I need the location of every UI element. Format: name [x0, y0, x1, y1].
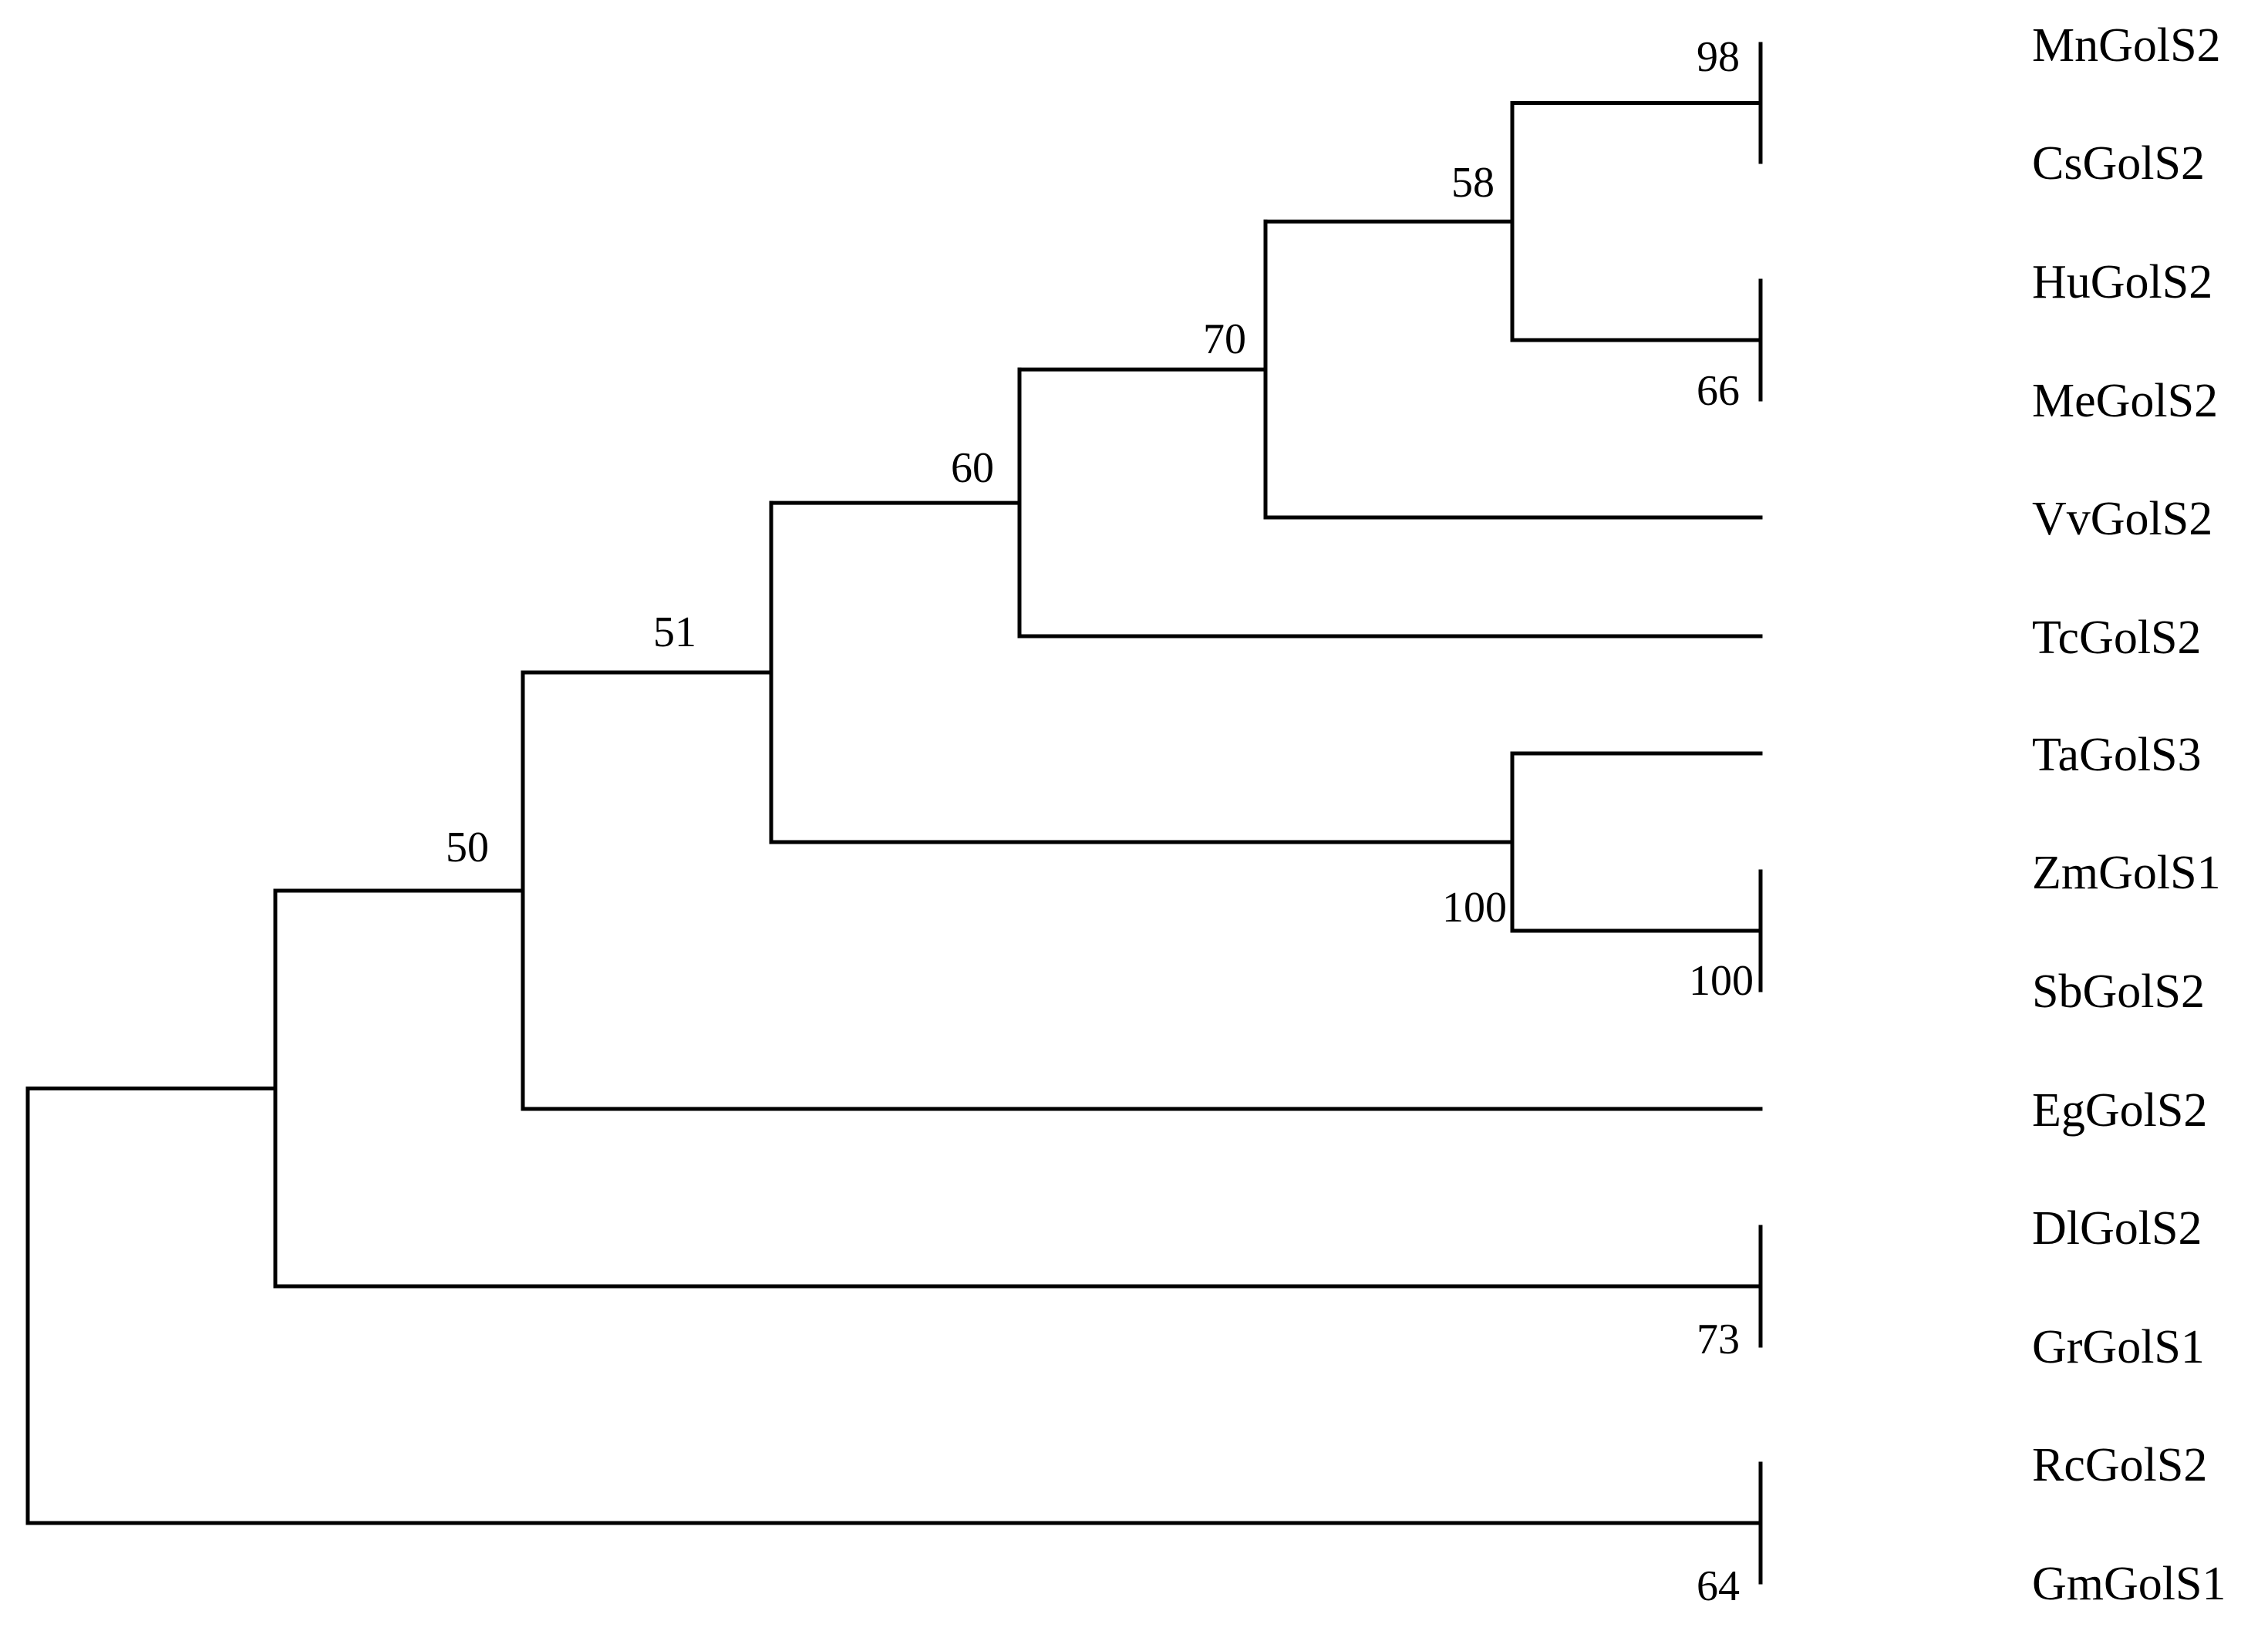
support-value-c_mn_cs: 98	[1697, 33, 1740, 81]
leaf-label-VvGolS2: VvGolS2	[2032, 493, 2212, 545]
leaf-label-MnGolS2: MnGolS2	[2032, 19, 2221, 72]
support-value-c_58: 58	[1451, 159, 1495, 207]
leaf-label-DlGolS2: DlGolS2	[2032, 1202, 2202, 1255]
leaf-label-TcGolS2: TcGolS2	[2032, 612, 2202, 664]
support-value-c_hu_me: 66	[1697, 367, 1740, 415]
leaf-label-EgGolS2: EgGolS2	[2032, 1084, 2207, 1137]
support-value-c_51: 51	[653, 608, 696, 656]
leaf-label-RcGolS2: RcGolS2	[2032, 1439, 2207, 1491]
leaf-label-MeGolS2: MeGolS2	[2032, 375, 2218, 427]
support-value-c_dl_gr: 73	[1697, 1316, 1740, 1363]
tree-branches	[25, 42, 1763, 1585]
support-value-c_rc_gm: 64	[1697, 1562, 1740, 1610]
leaf-label-GmGolS1: GmGolS1	[2032, 1558, 2226, 1610]
support-values: 98 66 58 70 60 100 100 51 50 73 64	[446, 33, 1754, 1610]
support-value-c_70: 70	[1203, 315, 1246, 363]
support-value-c_ta: 100	[1442, 884, 1507, 932]
leaf-labels: MnGolS2CsGolS2HuGolS2MeGolS2VvGolS2TcGol…	[2032, 19, 2226, 1610]
leaf-label-SbGolS2: SbGolS2	[2032, 965, 2205, 1018]
support-value-c_zm_sb: 100	[1689, 957, 1754, 1005]
leaf-label-CsGolS2: CsGolS2	[2032, 137, 2205, 190]
leaf-label-TaGolS3: TaGolS3	[2032, 729, 2202, 781]
leaf-label-GrGolS1: GrGolS1	[2032, 1321, 2205, 1373]
leaf-label-ZmGolS1: ZmGolS1	[2032, 847, 2221, 899]
support-value-c_60: 60	[951, 444, 994, 492]
leaf-label-HuGolS2: HuGolS2	[2032, 256, 2212, 308]
support-value-c_50: 50	[446, 824, 489, 871]
